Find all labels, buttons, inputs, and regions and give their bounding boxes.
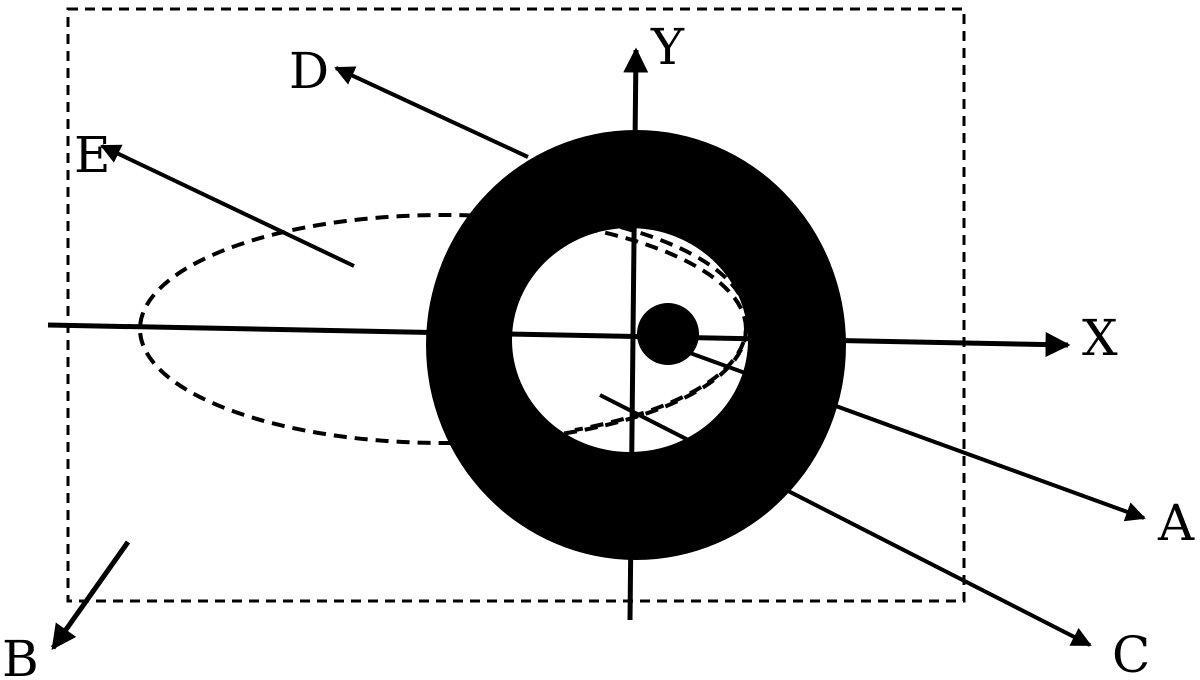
label-b: B: [2, 630, 39, 680]
x-axis-label: X: [1082, 309, 1118, 367]
label-c: C: [1112, 626, 1150, 680]
label-a: A: [1157, 494, 1195, 552]
leader-line-b: [50, 540, 131, 651]
center-dot: [637, 303, 699, 365]
leader-line-e: [100, 144, 355, 268]
dashed-ellipse-inner-arc: [574, 220, 749, 432]
dashed-boundary-rect: [66, 7, 966, 603]
black-ring: [426, 130, 846, 560]
label-e: E: [74, 126, 111, 184]
leader-line-c: [599, 393, 1092, 647]
x-axis-line: [47, 322, 1071, 358]
y-axis-line: [623, 47, 649, 621]
y-axis-label: Y: [650, 18, 685, 76]
leader-line-d: [334, 66, 529, 159]
label-d: D: [289, 42, 329, 100]
leader-line-a: [689, 351, 1146, 522]
